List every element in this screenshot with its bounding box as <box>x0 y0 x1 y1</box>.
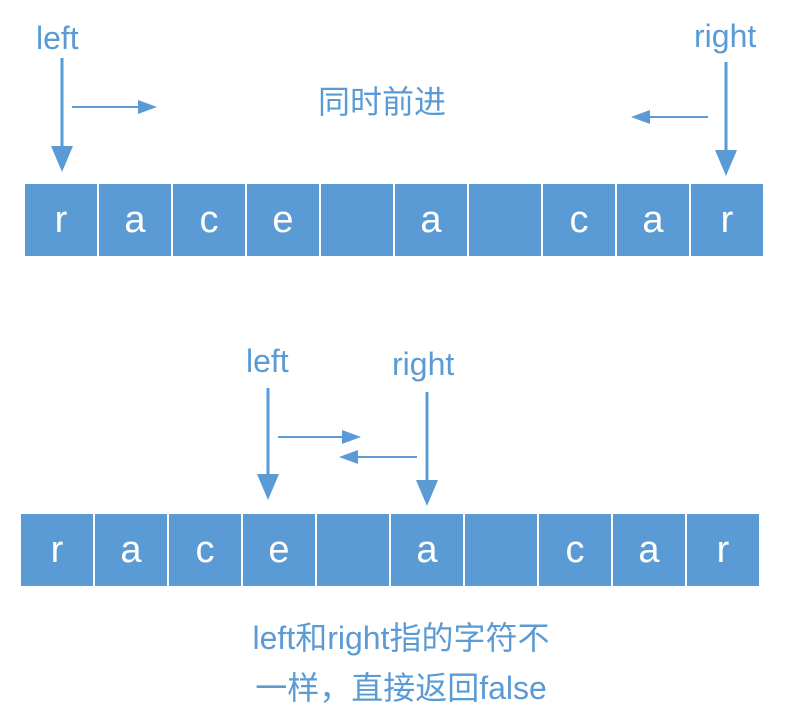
top-cell-5: a <box>395 184 467 256</box>
bottom-right-down-arrow-head <box>416 480 438 506</box>
bottom-cell-4 <box>317 514 389 586</box>
bottom-right-pointer-label: right <box>392 346 455 382</box>
top-cell-9: r <box>691 184 763 256</box>
top-left-move-right-arrow-head <box>138 100 157 114</box>
bottom-left-move-right-arrow-head <box>342 430 361 444</box>
top-cell-1: a <box>99 184 171 256</box>
bottom-cell-1: a <box>95 514 167 586</box>
bottom-cell-6 <box>465 514 537 586</box>
bottom-cell-2: c <box>169 514 241 586</box>
bottom-cell-3: e <box>243 514 315 586</box>
top-cell-4 <box>321 184 393 256</box>
bottom-left-pointer-label: left <box>246 343 289 379</box>
bottom-right-move-left-arrow-head <box>339 450 358 464</box>
top-cell-3: e <box>247 184 319 256</box>
top-cell-2: c <box>173 184 245 256</box>
bottom-left-down-arrow-head <box>257 474 279 500</box>
result-caption-line-2: 一样，直接返回false <box>255 670 547 706</box>
top-right-down-arrow-head <box>715 150 737 176</box>
bottom-cell-7: c <box>539 514 611 586</box>
top-left-down-arrow-head <box>51 146 73 172</box>
top-right-pointer-label: right <box>694 18 757 54</box>
top-cell-0: r <box>25 184 97 256</box>
result-caption-line-1: left和right指的字符不 <box>252 620 550 656</box>
top-char-array: r a c e a c a r <box>25 184 763 256</box>
top-cell-6 <box>469 184 541 256</box>
bottom-cell-9: r <box>687 514 759 586</box>
top-cell-7: c <box>543 184 615 256</box>
bottom-cell-5: a <box>391 514 463 586</box>
top-caption: 同时前进 <box>318 84 447 120</box>
top-left-pointer-label: left <box>36 20 79 56</box>
bottom-char-array: r a c e a c a r <box>21 514 759 586</box>
top-right-move-left-arrow-head <box>631 110 650 124</box>
top-cell-8: a <box>617 184 689 256</box>
bottom-cell-8: a <box>613 514 685 586</box>
bottom-cell-0: r <box>21 514 93 586</box>
